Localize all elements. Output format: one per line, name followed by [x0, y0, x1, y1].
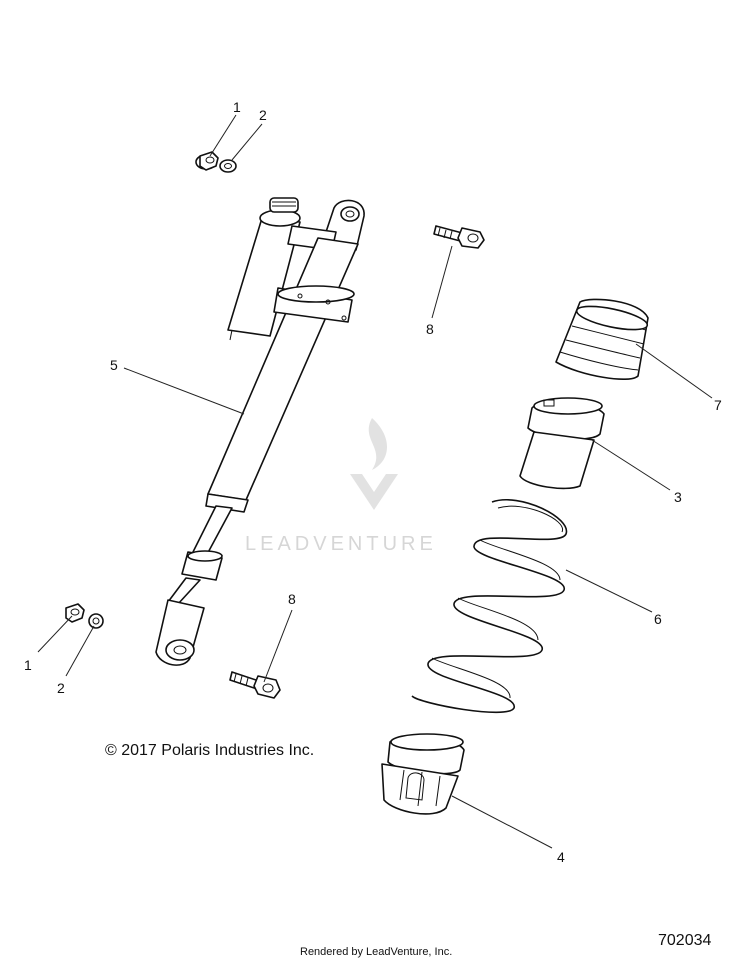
- callout-shock-absorber[interactable]: 5: [110, 357, 118, 373]
- leader-8-bottom: [263, 609, 293, 683]
- leader-1-bottom: [37, 615, 73, 653]
- leader-6: [565, 569, 653, 613]
- diagram-id: 702034: [658, 932, 712, 949]
- leader-2-top: [231, 123, 263, 161]
- callout-washer-top[interactable]: 2: [259, 107, 267, 123]
- leader-8-top: [431, 245, 453, 319]
- callout-spring-retainer[interactable]: 3: [674, 489, 682, 505]
- bump-stop[interactable]: [555, 298, 649, 380]
- callout-lower-retainer[interactable]: 4: [557, 849, 565, 865]
- washer-bottom[interactable]: [88, 613, 104, 629]
- spring-retainer[interactable]: [519, 397, 605, 490]
- watermark-text: LEADVENTURE: [245, 533, 437, 555]
- callout-bolt-top[interactable]: 8: [426, 321, 434, 337]
- coil-spring[interactable]: [411, 499, 568, 714]
- copyright-text: © 2017 Polaris Industries Inc.: [105, 742, 315, 759]
- leader-3: [591, 439, 671, 491]
- callout-bolt-bottom[interactable]: 8: [288, 591, 296, 607]
- callout-bump-stop[interactable]: 7: [714, 397, 722, 413]
- leader-1-top: [209, 114, 237, 157]
- bolt-bottom[interactable]: [229, 671, 281, 699]
- callout-washer-bottom[interactable]: 2: [57, 680, 65, 696]
- leadventure-watermark: LEADVENTURE: [245, 418, 437, 555]
- callout-spring[interactable]: 6: [654, 611, 662, 627]
- leader-4: [451, 795, 553, 849]
- rendered-by-text: Rendered by LeadVenture, Inc.: [300, 946, 453, 958]
- callout-nut-bottom[interactable]: 1: [24, 657, 32, 673]
- washer-top[interactable]: [219, 159, 237, 173]
- bolt-top[interactable]: [433, 225, 485, 249]
- flame-logo-icon: [350, 418, 398, 510]
- leader-7: [635, 343, 713, 399]
- callout-nut-top[interactable]: 1: [233, 99, 241, 115]
- leader-5: [123, 367, 245, 415]
- flange-nut-top[interactable]: [195, 151, 219, 171]
- leader-2-bottom: [65, 625, 95, 677]
- shock-absorber[interactable]: [155, 197, 365, 666]
- lower-spring-retainer[interactable]: [381, 733, 465, 815]
